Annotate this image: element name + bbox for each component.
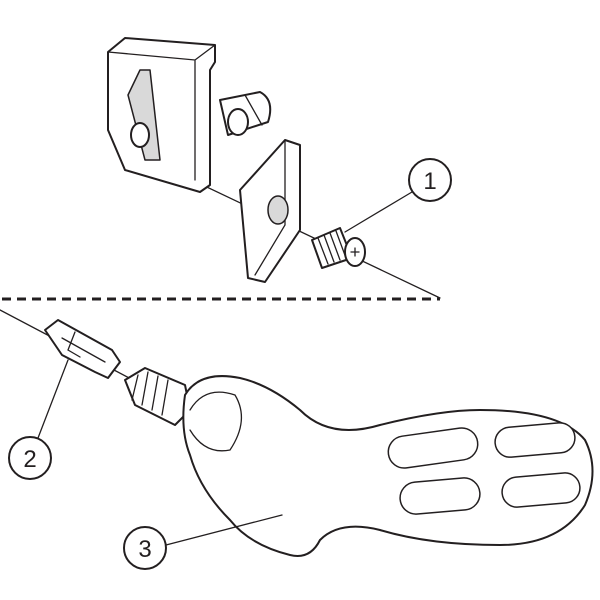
callout-3-circle	[123, 526, 167, 570]
callout-3-label: 3	[138, 536, 151, 563]
callout-1-leader	[344, 191, 413, 233]
callout-1-label: 1	[423, 168, 436, 195]
torque-handle	[124, 367, 594, 557]
callout-2-circle	[8, 436, 52, 480]
callout-2-label: 2	[23, 446, 36, 473]
callout-2-leader	[37, 359, 69, 439]
shim-plate	[239, 139, 301, 283]
callout-3-leader	[165, 514, 283, 546]
screwdriver-bit	[44, 319, 121, 379]
cartridge-block	[107, 37, 272, 193]
screw	[311, 227, 366, 269]
callout-1-circle	[408, 158, 452, 202]
